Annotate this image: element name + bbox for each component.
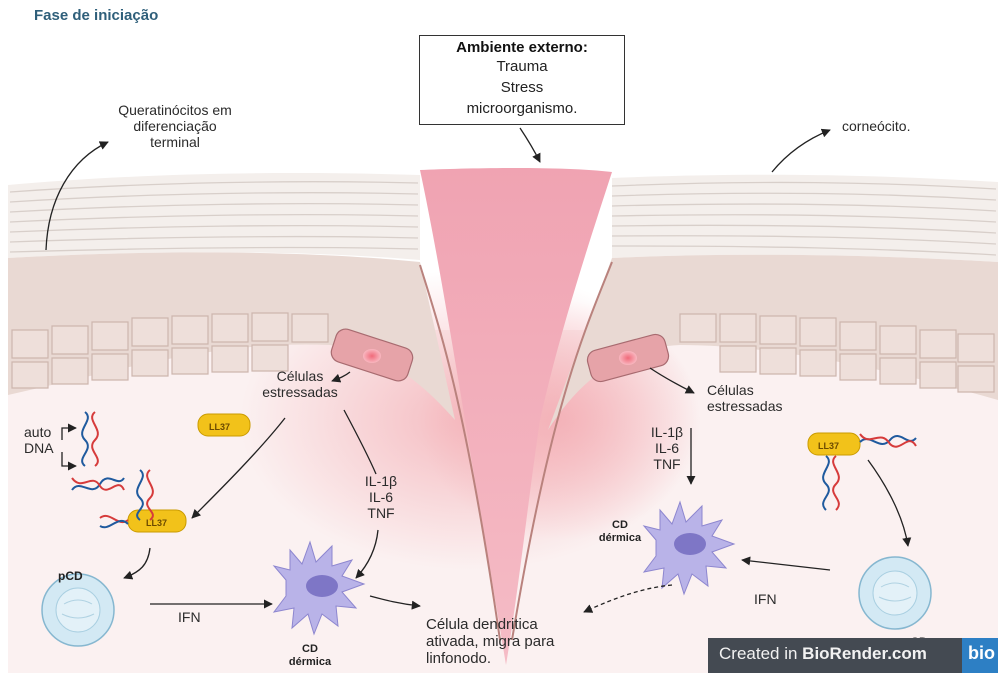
activated-cell-label: Célula dendritica ativada, migra para li…	[426, 616, 554, 667]
page-title: Fase de iniciação	[34, 8, 158, 24]
environment-heading: Ambiente externo:	[420, 39, 624, 56]
environment-item: Stress	[420, 79, 624, 96]
biorender-logo-text: bio	[968, 645, 995, 661]
pcd-cell-right	[859, 557, 931, 629]
stressed-cells-label-right: Células estressadas	[707, 382, 782, 414]
stratum-corneum-right	[612, 175, 998, 262]
cd-dermica-label-left: CD dérmica	[280, 643, 340, 669]
arrow-to-wound	[520, 128, 540, 162]
ifn-label-left: IFN	[178, 609, 201, 625]
keratinocytes-label: Queratinócitos em diferenciação terminal	[100, 102, 250, 150]
auto-dna-label: auto DNA	[24, 424, 54, 456]
environment-box: Ambiente externo: Trauma Stress microorg…	[419, 35, 625, 125]
pcd-label-left: pCD	[58, 568, 83, 584]
pcd-cell-left	[42, 574, 114, 646]
cd-dermica-label-right: CD dérmica	[590, 519, 650, 545]
stressed-cells-label-left: Células estressadas	[258, 368, 342, 400]
corneocyte-label: corneócito.	[842, 118, 910, 134]
environment-item: microorganismo.	[420, 100, 624, 117]
ifn-label-right: IFN	[754, 591, 777, 607]
biorender-credit: Created in BioRender.com	[719, 646, 927, 662]
stratum-corneum-left	[8, 173, 420, 260]
ll37-label: LL37	[146, 515, 167, 531]
cytokines-label-left: IL-1β IL-6 TNF	[356, 473, 406, 521]
environment-item: Trauma	[420, 58, 624, 75]
arrow-corneocyte	[772, 130, 830, 172]
credit-brand: BioRender.com	[802, 644, 927, 663]
ll37-label: LL37	[818, 438, 839, 454]
ll37-label: LL37	[209, 419, 230, 435]
cytokines-label-right: IL-1β IL-6 TNF	[645, 424, 689, 472]
credit-prefix: Created in	[719, 644, 802, 663]
